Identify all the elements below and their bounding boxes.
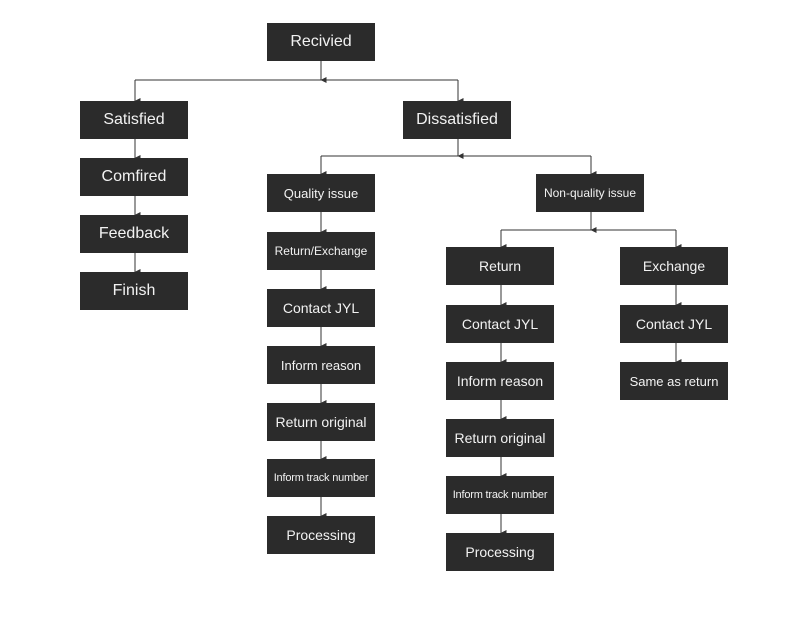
node-nq-exchange: Exchange (620, 247, 728, 285)
node-received: Recivied (267, 23, 375, 61)
node-feedback: Feedback (80, 215, 188, 253)
node-q-inform-reason: Inform reason (267, 346, 375, 384)
node-q-return-exchange: Return/Exchange (267, 232, 375, 270)
node-nqr-inform-track: Inform track number (446, 476, 554, 514)
node-nqr-inform-reason: Inform reason (446, 362, 554, 400)
node-nqr-processing: Processing (446, 533, 554, 571)
node-q-inform-track: Inform track number (267, 459, 375, 497)
node-nqr-contact: Contact JYL (446, 305, 554, 343)
node-nq-return: Return (446, 247, 554, 285)
node-nqe-contact: Contact JYL (620, 305, 728, 343)
node-quality-issue: Quality issue (267, 174, 375, 212)
node-confirmed: Comfired (80, 158, 188, 196)
node-q-processing: Processing (267, 516, 375, 554)
node-finish: Finish (80, 272, 188, 310)
node-satisfied: Satisfied (80, 101, 188, 139)
node-nqe-same-as-return: Same as return (620, 362, 728, 400)
node-dissatisfied: Dissatisfied (403, 101, 511, 139)
node-non-quality-issue: Non-quality issue (536, 174, 644, 212)
node-nqr-return-original: Return original (446, 419, 554, 457)
node-q-contact: Contact JYL (267, 289, 375, 327)
node-q-return-original: Return original (267, 403, 375, 441)
